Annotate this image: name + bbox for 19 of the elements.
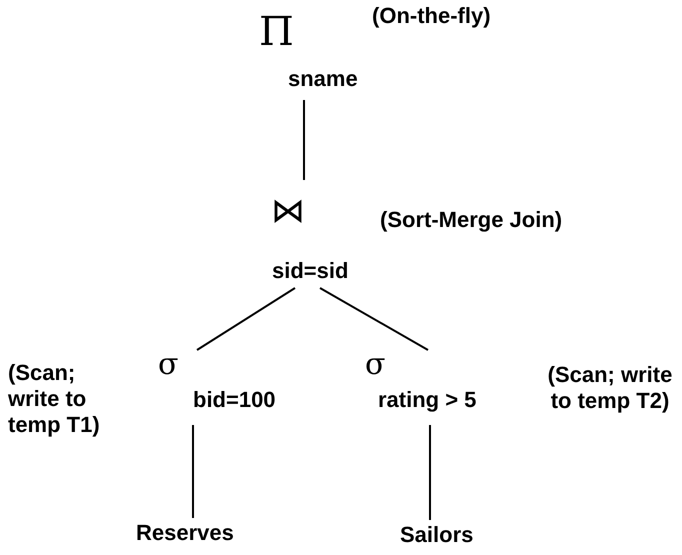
tree-edge (303, 100, 305, 180)
operator-subscript: sname (288, 66, 358, 92)
projection-symbol: Π (259, 12, 294, 52)
operator-annotation: (On-the-fly) (372, 3, 492, 29)
selection-condition: rating > 5 (378, 387, 476, 413)
tree-edge (320, 287, 428, 351)
operator-annotation: (Scan; write to temp T1) (8, 360, 101, 438)
join-symbol: ⋈ (271, 194, 305, 228)
selection-symbol: σ (158, 350, 178, 380)
tree-edge (196, 287, 296, 351)
operator-annotation: (Scan; write to temp T2) (546, 362, 674, 414)
tree-edge (192, 425, 194, 518)
relation-name: Sailors (400, 522, 474, 548)
operator-annotation: (Sort-Merge Join) (380, 207, 564, 233)
tree-edge (429, 425, 431, 520)
relation-name: Reserves (136, 520, 234, 546)
selection-condition: bid=100 (193, 387, 276, 413)
selection-symbol: σ (365, 350, 386, 380)
join-condition: sid=sid (272, 258, 348, 284)
